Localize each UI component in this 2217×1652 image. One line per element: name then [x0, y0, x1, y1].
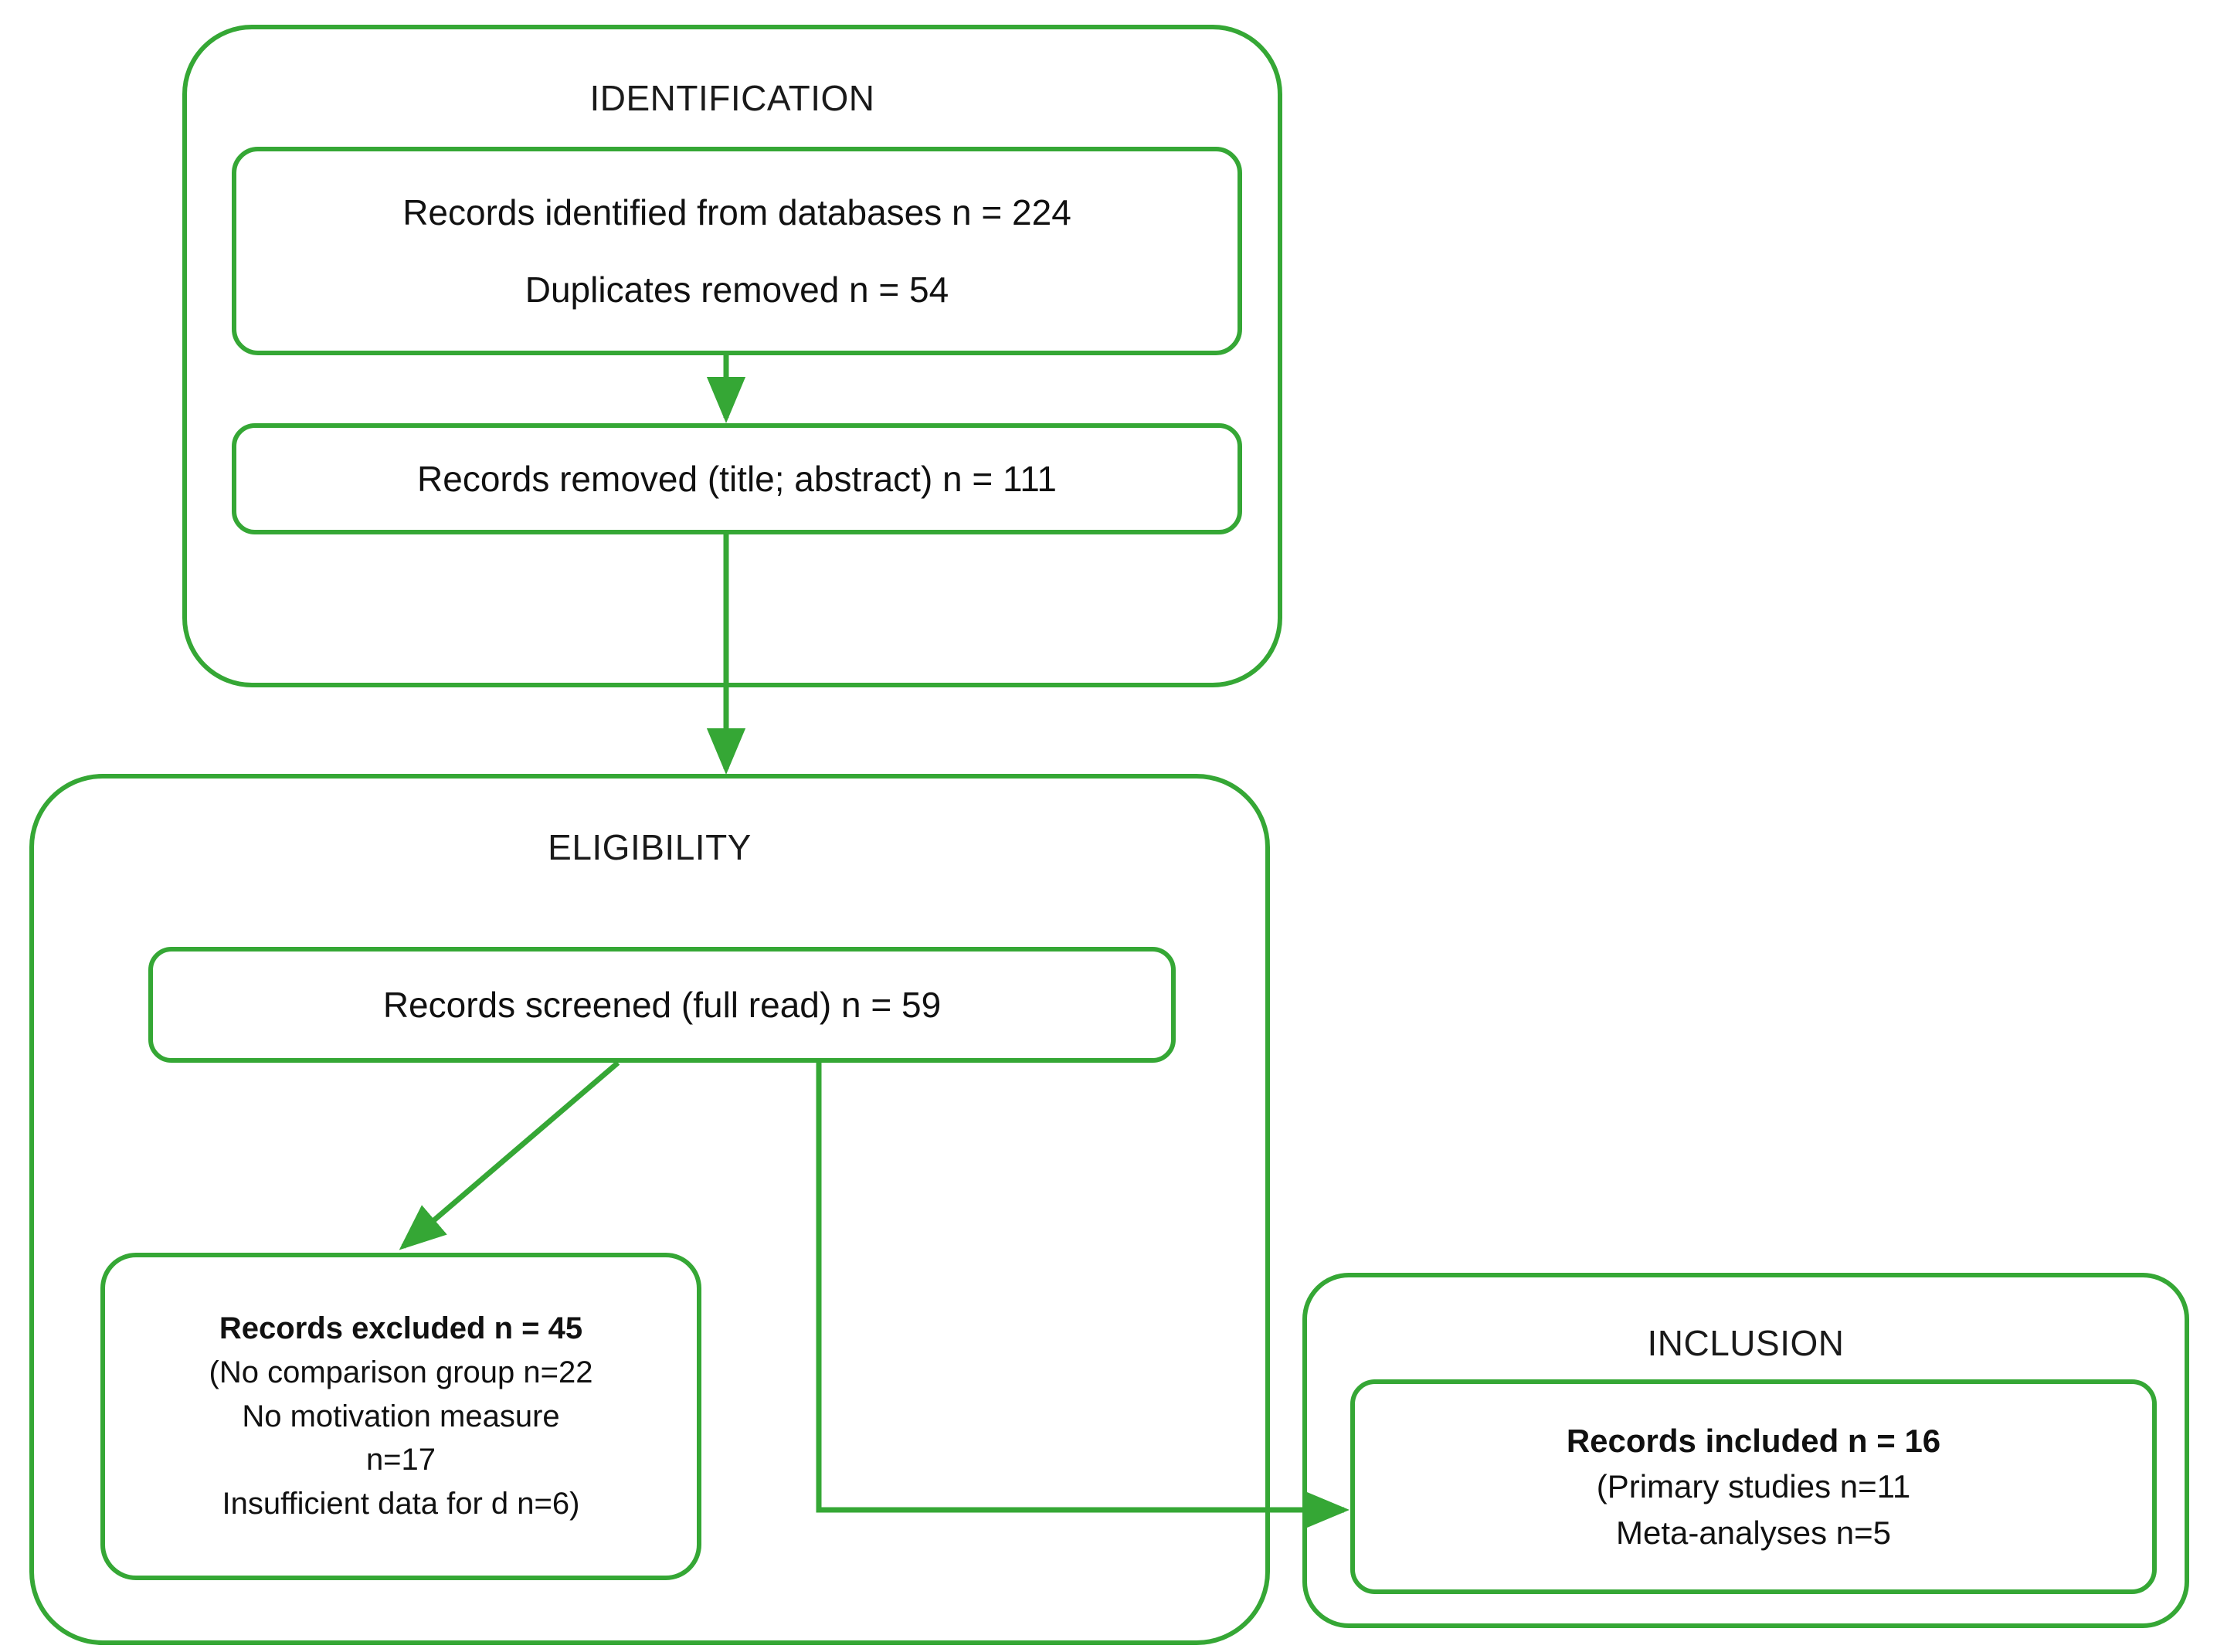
phase-container-identification	[182, 25, 1282, 687]
records-screened-line: Records screened (full read) n = 59	[382, 984, 942, 1025]
excluded-no-motivation-measure-count-line: n=17	[365, 1443, 436, 1477]
phase-title-eligibility: ELIGIBILITY	[548, 827, 752, 867]
phase-title-identification: IDENTIFICATION	[589, 78, 875, 118]
node-records-screened: Records screened (full read) n = 59	[148, 947, 1176, 1063]
excluded-no-motivation-measure-line: No motivation measure	[242, 1399, 560, 1433]
included-meta-analyses-line: Meta-analyses n=5	[1615, 1514, 1892, 1551]
excluded-insufficient-data-line: Insufficient data for d n=6)	[222, 1487, 580, 1521]
node-records-identified: Records identified from databases n = 22…	[232, 147, 1242, 355]
records-excluded-total-line: Records excluded n = 45	[219, 1311, 583, 1345]
excluded-no-comparison-group-line: (No comparison group n=22	[209, 1355, 593, 1389]
node-records-excluded: Records excluded n = 45 (No comparison g…	[100, 1253, 701, 1580]
phase-container-eligibility	[29, 774, 1270, 1645]
duplicates-removed-line: Duplicates removed n = 54	[525, 270, 949, 310]
records-included-total-line: Records included n = 16	[1566, 1422, 1941, 1459]
phase-container-inclusion	[1302, 1273, 2189, 1628]
node-records-included: Records included n = 16 (Primary studies…	[1350, 1379, 2157, 1594]
included-primary-studies-line: (Primary studies n=11	[1596, 1468, 1911, 1505]
records-identified-line: Records identified from databases n = 22…	[402, 192, 1071, 232]
node-records-removed: Records removed (title; abstract) n = 11…	[232, 423, 1242, 534]
phase-title-inclusion: INCLUSION	[1647, 1323, 1845, 1363]
records-removed-line: Records removed (title; abstract) n = 11…	[417, 458, 1057, 499]
